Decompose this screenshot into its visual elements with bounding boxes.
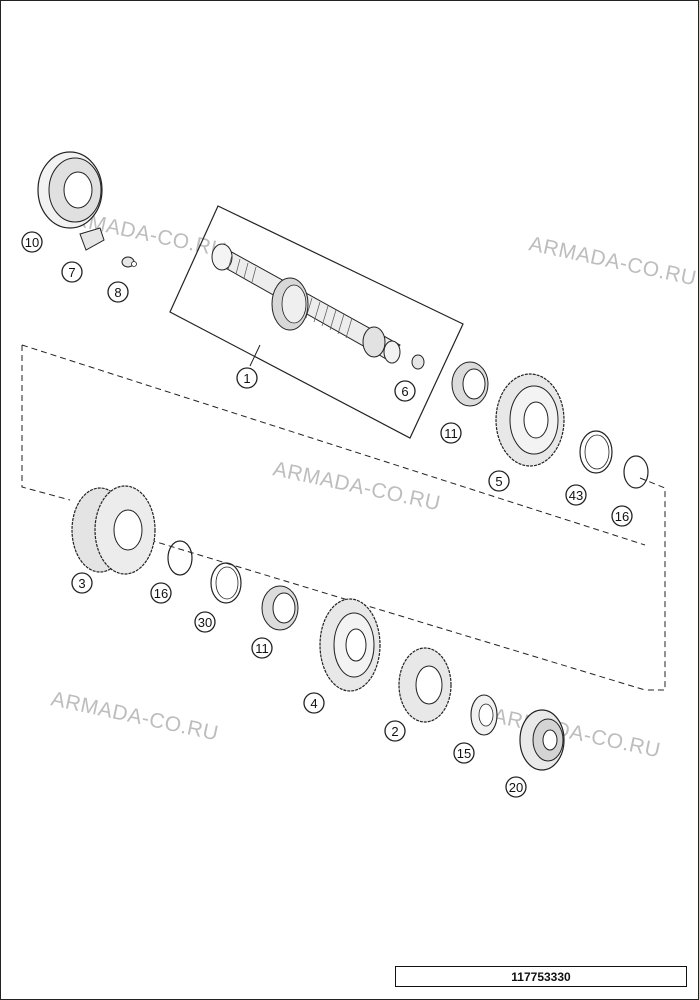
assembly-dashed-outline-top — [21, 344, 646, 546]
part-ring-30 — [210, 562, 242, 604]
svg-text:15: 15 — [457, 746, 471, 761]
svg-text:1: 1 — [243, 371, 250, 386]
part-washer-15 — [470, 694, 498, 736]
svg-text:16: 16 — [154, 586, 168, 601]
watermark-5: ARMADA-CO.RU — [491, 704, 663, 762]
callout-16-upper: 16 — [611, 505, 633, 527]
svg-text:3: 3 — [78, 576, 85, 591]
callout-11-lower: 11 — [251, 637, 273, 659]
callout-20: 20 — [505, 776, 527, 798]
svg-text:7: 7 — [68, 265, 75, 280]
assembly-dashed-outline — [21, 345, 71, 501]
part-gear-5 — [495, 373, 565, 467]
callout-8: 8 — [107, 281, 129, 303]
svg-text:4: 4 — [310, 696, 317, 711]
svg-text:43: 43 — [569, 488, 583, 503]
watermark-3: ARMADA-CO.RU — [271, 457, 443, 515]
callout-43: 43 — [565, 484, 587, 506]
watermark-2: ARMADA-CO.RU — [527, 232, 699, 290]
svg-text:5: 5 — [495, 474, 502, 489]
callout-6: 6 — [394, 380, 416, 402]
svg-text:30: 30 — [198, 615, 212, 630]
callout-5: 5 — [488, 470, 510, 492]
svg-text:16: 16 — [615, 509, 629, 524]
svg-text:6: 6 — [401, 384, 408, 399]
svg-text:11: 11 — [255, 641, 269, 656]
part-key-7 — [79, 227, 105, 251]
drawing-number-box: 117753330 — [395, 966, 687, 987]
part-bearing-10 — [37, 151, 103, 229]
callout-1: 1 — [236, 367, 258, 389]
callout-3: 3 — [71, 572, 93, 594]
callout-15: 15 — [453, 742, 475, 764]
callout-16-lower: 16 — [150, 582, 172, 604]
svg-text:8: 8 — [114, 285, 121, 300]
part-main-shaft-1 — [211, 243, 401, 364]
part-ring-43 — [579, 430, 613, 474]
part-circlip-16-upper — [623, 455, 649, 489]
part-needle-bearing-11-upper — [451, 361, 489, 407]
drawing-number: 117753330 — [511, 969, 571, 984]
assembly-dashed-outline-right — [639, 477, 666, 691]
part-double-gear-3 — [71, 485, 156, 575]
part-nut-6 — [411, 354, 425, 370]
part-pin-8 — [121, 256, 137, 268]
svg-text:11: 11 — [444, 426, 458, 441]
svg-text:2: 2 — [391, 724, 398, 739]
part-needle-bearing-11-lower — [261, 585, 299, 631]
svg-text:10: 10 — [25, 235, 39, 250]
callout-7: 7 — [61, 261, 83, 283]
part-gear-2 — [398, 647, 452, 723]
callout-2: 2 — [384, 720, 406, 742]
leader-line-1 — [249, 344, 261, 367]
callout-10: 10 — [21, 231, 43, 253]
part-circlip-16-lower — [167, 540, 193, 576]
watermarks: ARMADA-CO.RU ARMADA-CO.RU ARMADA-CO.RU A… — [49, 204, 699, 762]
callout-4: 4 — [303, 692, 325, 714]
svg-text:20: 20 — [509, 780, 523, 795]
watermark-4: ARMADA-CO.RU — [49, 687, 221, 745]
part-bearing-20 — [519, 709, 565, 771]
shaft-assembly-box — [169, 205, 464, 439]
part-gear-4 — [319, 598, 381, 692]
callout-30: 30 — [194, 611, 216, 633]
callout-11-upper: 11 — [440, 422, 462, 444]
assembly-dashed-outline-bottom — [139, 536, 646, 691]
